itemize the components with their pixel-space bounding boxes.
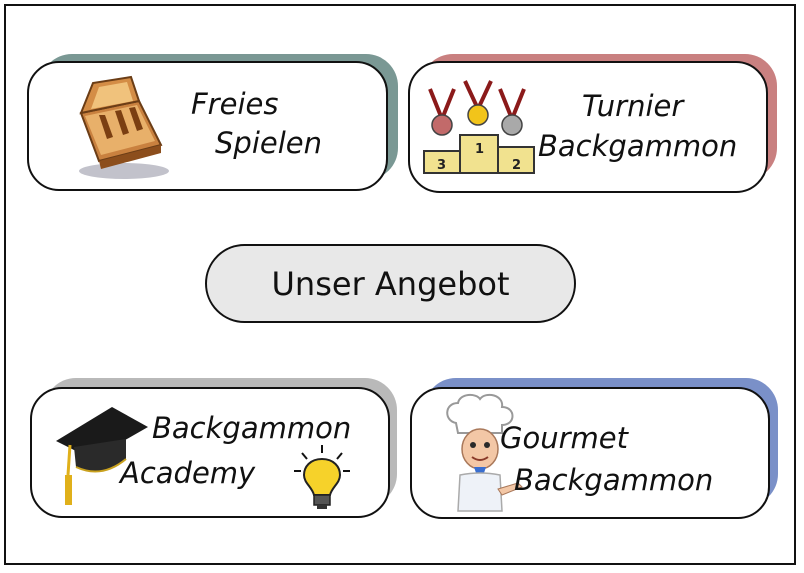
card-turnier-line2: Backgammon bbox=[538, 129, 738, 163]
card-turnier-line1: Turnier bbox=[582, 89, 684, 123]
podium-third-label: 3 bbox=[437, 158, 446, 173]
backgammon-board-icon bbox=[79, 75, 169, 179]
card-freies-spielen-line1: Freies bbox=[191, 87, 279, 121]
center-label-unser-angebot: Unser Angebot bbox=[205, 244, 576, 323]
card-turnier-backgammon[interactable]: 1 2 3 Turnier Backgammon bbox=[408, 61, 768, 193]
card-backgammon-academy[interactable]: Backgammon Academy bbox=[30, 387, 390, 518]
podium-second-label: 2 bbox=[512, 158, 521, 173]
card-freies-spielen-line2: Spielen bbox=[215, 126, 322, 160]
card-gourmet-line2: Backgammon bbox=[514, 463, 714, 497]
medal-podium-icon: 1 2 3 bbox=[423, 80, 535, 174]
card-academy-line2: Academy bbox=[120, 456, 256, 490]
podium-first-label: 1 bbox=[475, 142, 484, 157]
card-gourmet-line1: Gourmet bbox=[500, 421, 628, 455]
card-gourmet-backgammon[interactable]: Gourmet Backgammon bbox=[410, 387, 770, 519]
card-freies-spielen[interactable]: Freies Spielen bbox=[27, 61, 388, 191]
card-academy-line1: Backgammon bbox=[152, 411, 352, 445]
lightbulb-icon bbox=[294, 445, 350, 509]
graduation-cap-icon bbox=[56, 407, 148, 505]
chef-icon bbox=[446, 393, 523, 512]
